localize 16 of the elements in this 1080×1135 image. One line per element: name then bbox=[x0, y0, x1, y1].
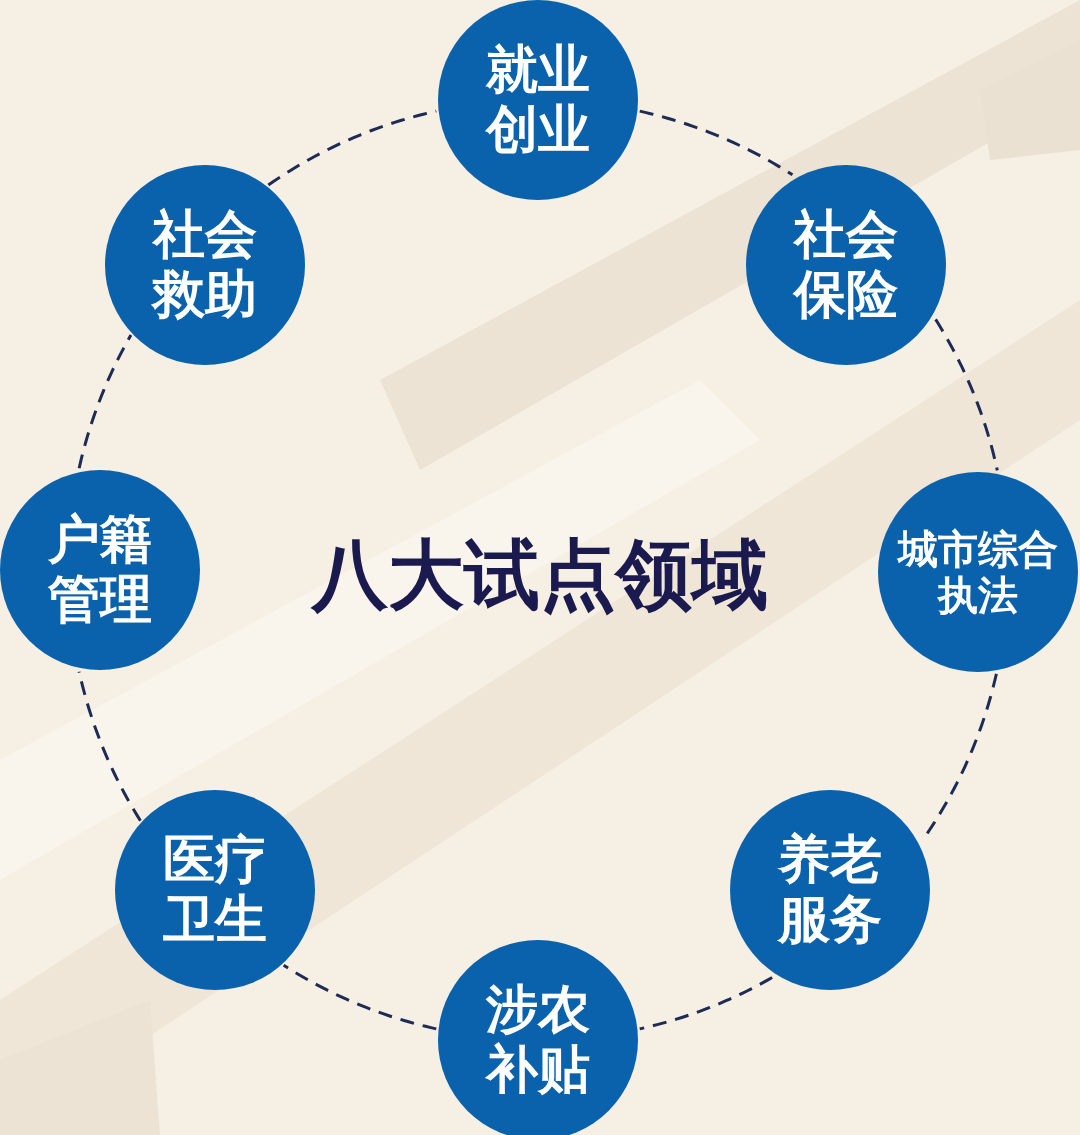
topic-label: 医疗卫生 bbox=[162, 830, 268, 950]
center-title: 八大试点领域 bbox=[309, 529, 769, 621]
dashed-connector bbox=[639, 976, 773, 1031]
topic-label: 涉农补贴 bbox=[484, 980, 591, 1100]
topic-label: 户籍管理 bbox=[47, 510, 153, 630]
topic-label: 养老服务 bbox=[776, 830, 883, 950]
dashed-connector bbox=[77, 334, 133, 469]
topic-label: 社会救助 bbox=[151, 205, 258, 325]
dashed-connector bbox=[267, 109, 437, 187]
dashed-connector bbox=[77, 671, 142, 822]
dashed-connector bbox=[282, 963, 437, 1031]
topic-label: 就业创业 bbox=[484, 40, 591, 160]
dashed-connector bbox=[639, 109, 794, 177]
topic-label: 社会保险 bbox=[792, 205, 899, 325]
topic-label: 城市综合执法 bbox=[896, 526, 1059, 618]
dashed-connector bbox=[934, 318, 999, 471]
